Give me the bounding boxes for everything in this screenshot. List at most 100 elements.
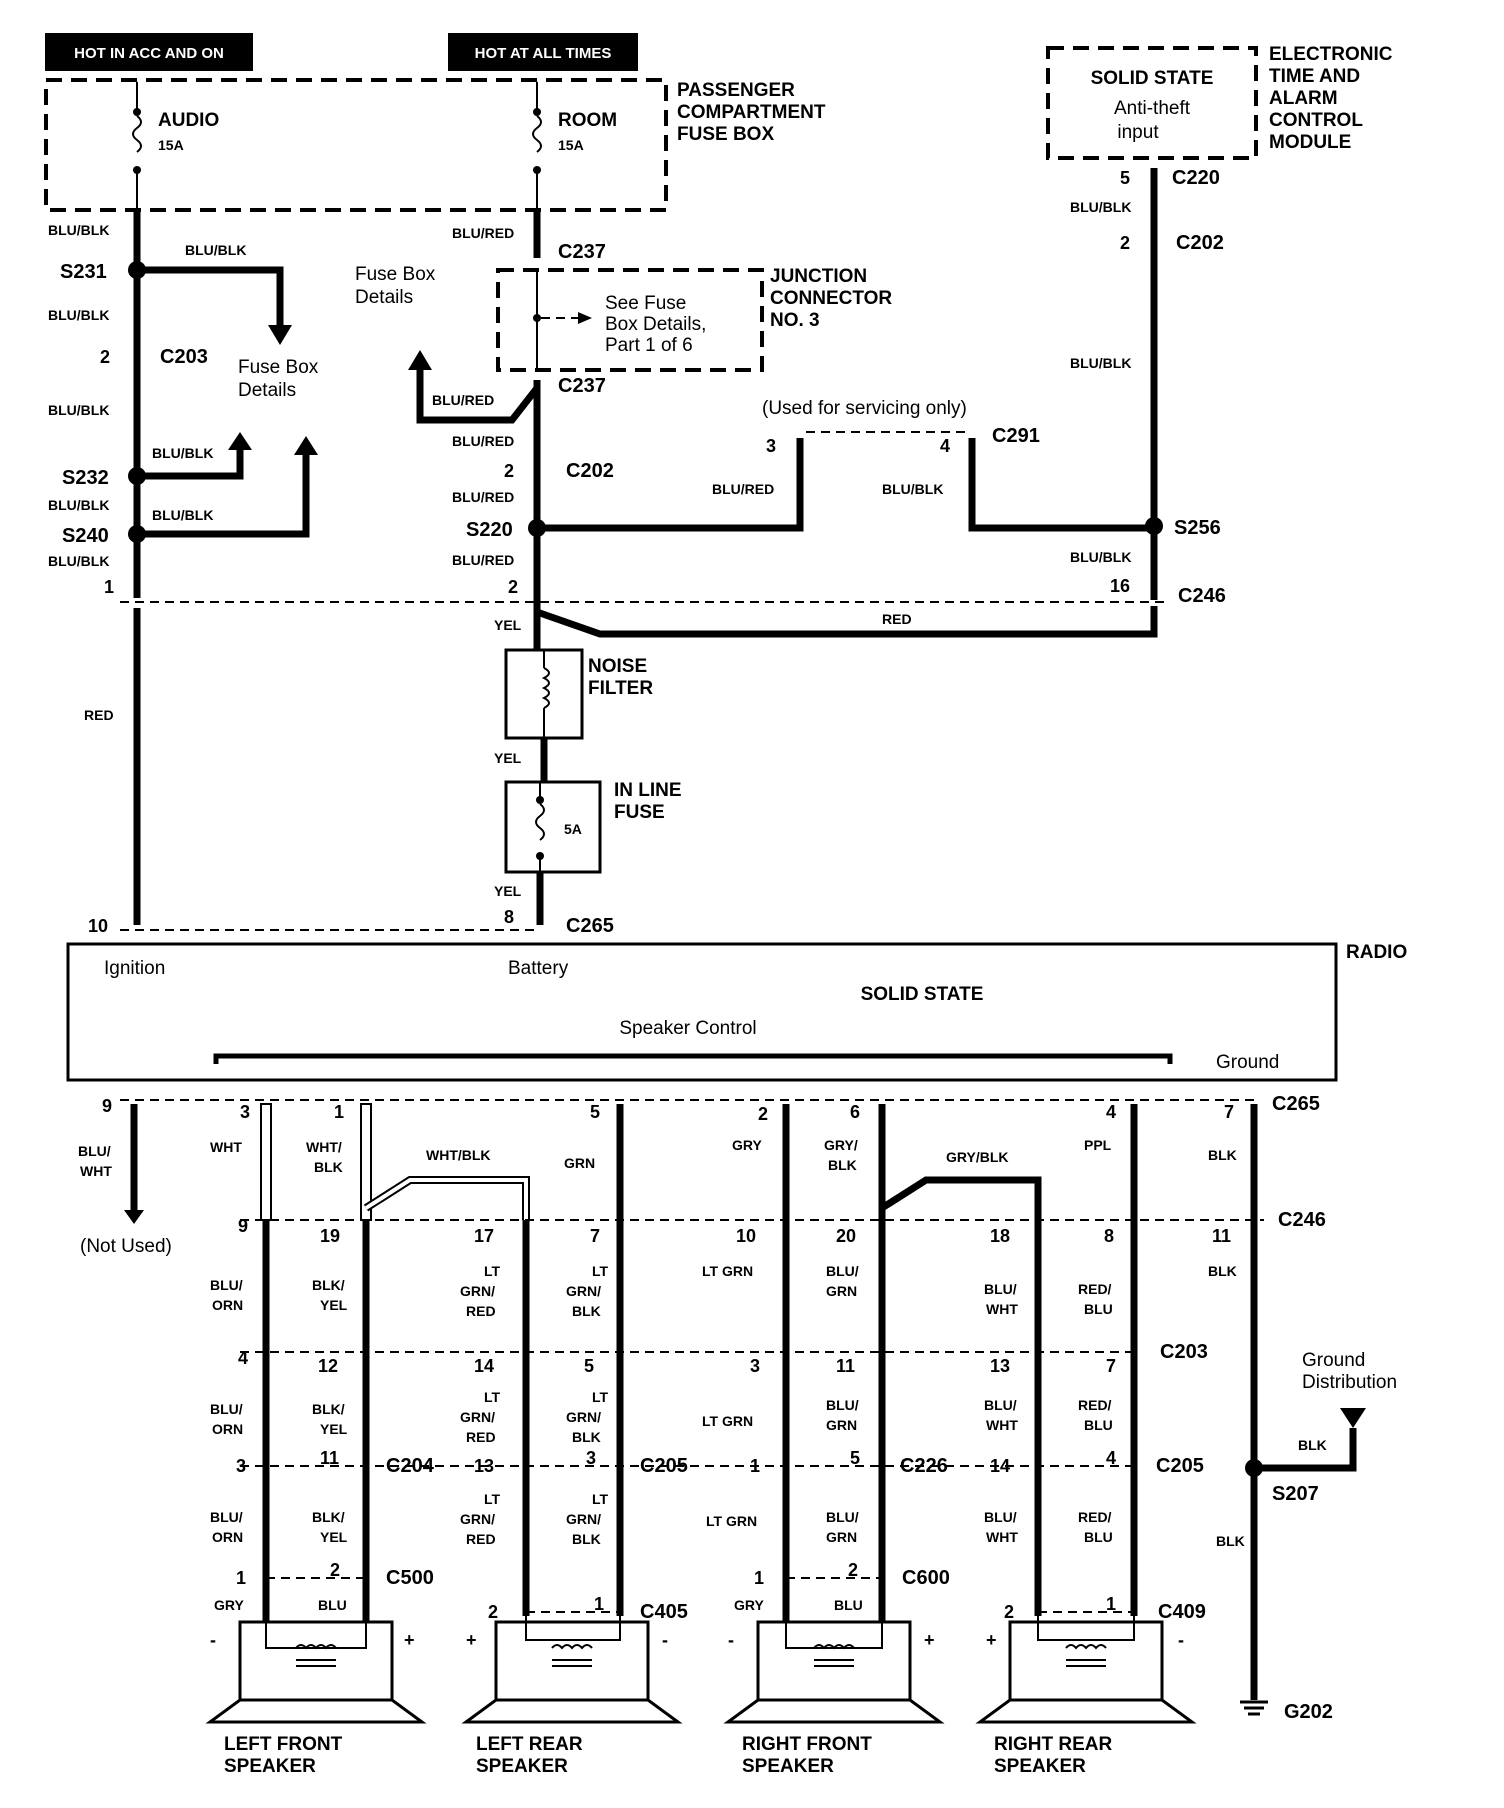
wire-label: BLU/BLK [48, 497, 109, 513]
pin-number: 5 [590, 1102, 600, 1122]
power-label-acc: HOT IN ACC AND ON [45, 33, 253, 71]
pin-number: 2 [488, 1602, 498, 1622]
wire-label: YEL [494, 617, 522, 633]
wire-label: BLU/BLK [48, 307, 109, 323]
pin-number: 1 [1106, 1594, 1116, 1614]
wire-label: RED [84, 707, 114, 723]
wire-label: BLU/BLK [48, 553, 109, 569]
pin-number: 2 [848, 1560, 858, 1580]
connector-c265: C265 [566, 915, 614, 937]
junction-title: JUNCTION [770, 266, 867, 287]
wire-label: GRN/ [566, 1511, 601, 1527]
wire-label: BLK/ [312, 1277, 345, 1293]
wire-label: BLU/ [78, 1143, 111, 1159]
ground-distribution-label: Ground [1302, 1350, 1365, 1371]
wire-label: BLU/ [984, 1397, 1017, 1413]
wire-label: BLU/BLK [152, 507, 213, 523]
connector-c203: C203 [160, 346, 208, 368]
wire-label: GRN [826, 1417, 857, 1433]
wire-label: GRN/ [566, 1283, 601, 1299]
wire-label: RED/ [1078, 1281, 1112, 1297]
connector-c226: C226 [900, 1455, 948, 1477]
wire-label: BLK/ [312, 1509, 345, 1525]
pin-number: 10 [88, 916, 108, 936]
wire-label: BLK [1298, 1437, 1327, 1453]
junction-note-2: Box Details, [605, 314, 706, 335]
ground-distribution-label-2: Distribution [1302, 1372, 1397, 1393]
speaker-minus: - [1178, 1630, 1184, 1650]
wire-label: LT [592, 1389, 609, 1405]
wire-label: GRN/ [566, 1409, 601, 1425]
wire-label: BLU/ [826, 1263, 859, 1279]
wire-ground-distribution [1254, 1428, 1357, 1472]
splice-s256: S256 [1174, 517, 1221, 539]
wire-label: BLU/BLK [1070, 355, 1131, 371]
wire-label: WHT [210, 1139, 242, 1155]
pin-number: 3 [750, 1356, 760, 1376]
pin-number: 8 [504, 907, 514, 927]
wire-label: LT GRN [702, 1413, 753, 1429]
connector-c291: C291 [992, 425, 1040, 447]
etacm-solid-state: SOLID STATE [1091, 68, 1214, 89]
connector-c205: C205 [640, 1455, 688, 1477]
pin-number: 16 [1110, 576, 1130, 596]
wire-label: GRY/BLK [946, 1149, 1008, 1165]
wire-label: BLU/ [210, 1509, 243, 1525]
inline-fuse-rating: 5A [564, 821, 582, 837]
audio-fuse-label: AUDIO [158, 110, 219, 131]
wire-label: WHT [986, 1301, 1018, 1317]
wire-label: GRN [826, 1529, 857, 1545]
wire-label: BLK [572, 1531, 601, 1547]
splice-dot [1145, 517, 1163, 535]
connector-c600: C600 [902, 1567, 950, 1589]
speaker-label-2: SPEAKER [224, 1756, 316, 1777]
wire-label: BLU/BLK [1070, 199, 1131, 215]
etacm-input-2: input [1117, 122, 1159, 143]
wire-label: BLU/ [210, 1277, 243, 1293]
pin-number: 2 [1004, 1602, 1014, 1622]
svg-text:HOT AT ALL TIMES: HOT AT ALL TIMES [475, 45, 612, 62]
wire-label: LT [484, 1263, 501, 1279]
wire-label: RED/ [1078, 1509, 1112, 1525]
right-rear-speaker: + - RIGHT REAR SPEAKER [975, 1616, 1197, 1777]
wire-label: BLK [1216, 1533, 1245, 1549]
room-fuse-rating: 15A [558, 137, 584, 153]
wire-label: GRY [732, 1137, 762, 1153]
wire-label: BLK [572, 1429, 601, 1445]
junction-connector-outline [496, 268, 764, 372]
pin-number: 17 [474, 1226, 494, 1246]
connector-c237: C237 [558, 375, 606, 397]
pin-number: 7 [1224, 1102, 1234, 1122]
wire-label: BLU [318, 1597, 347, 1613]
wire-label: RED/ [1078, 1397, 1112, 1413]
pin-number: 14 [474, 1356, 494, 1376]
wire-s232-branch [137, 445, 244, 480]
pin-number: 1 [236, 1568, 246, 1588]
inline-fuse-label: IN LINE [614, 780, 682, 801]
fuse-box-title-3: FUSE BOX [677, 124, 774, 145]
pin-number: 2 [330, 1560, 340, 1580]
connector-c204: C204 [386, 1455, 435, 1477]
connector-c237: C237 [558, 241, 606, 263]
speaker-label: RIGHT FRONT [742, 1734, 872, 1755]
left-front-speaker: - + LEFT FRONT SPEAKER [205, 1620, 427, 1777]
pin-number: 5 [850, 1448, 860, 1468]
connector-c203: C203 [1160, 1341, 1208, 1363]
pin-number: 1 [334, 1102, 344, 1122]
wire-label: YEL [494, 883, 522, 899]
wire-label: YEL [320, 1421, 348, 1437]
noise-filter-label-2: FILTER [588, 678, 653, 699]
pin-number: 5 [584, 1356, 594, 1376]
speaker-label-2: SPEAKER [476, 1756, 568, 1777]
wire-s220-to-c291 [537, 438, 804, 532]
radio-solid-state: SOLID STATE [861, 984, 984, 1005]
radio-title: RADIO [1346, 942, 1407, 963]
radio-battery-label: Battery [508, 958, 569, 979]
pin-number: 13 [474, 1456, 494, 1476]
room-fuse-label: ROOM [558, 110, 617, 131]
wire-label: BLU/RED [452, 433, 514, 449]
pin-number: 9 [238, 1216, 248, 1236]
pin-number: 2 [1120, 233, 1130, 253]
wire-label: BLU/ [826, 1397, 859, 1413]
wire-label: GRN [564, 1155, 595, 1171]
